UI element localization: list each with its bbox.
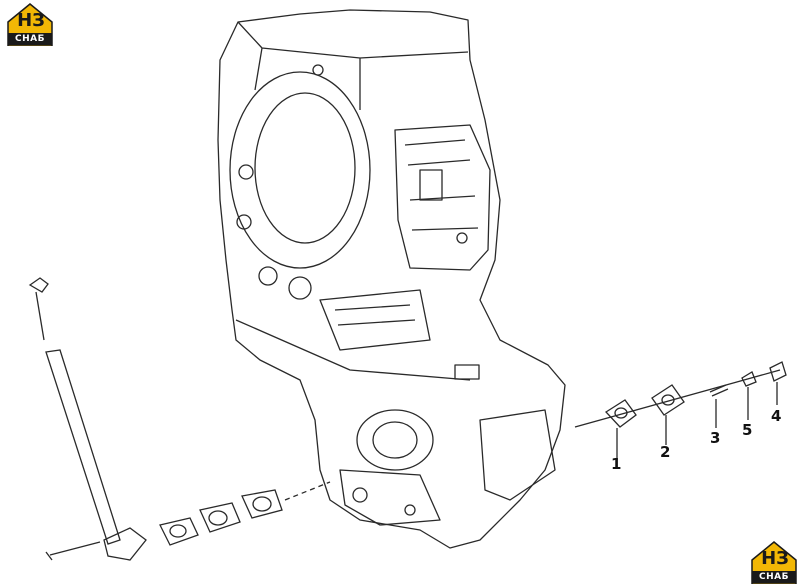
bolt-hole xyxy=(258,266,278,286)
right-side-block xyxy=(479,409,556,501)
lower-bore xyxy=(356,409,434,471)
valve-body xyxy=(394,124,491,271)
part-4-nut xyxy=(769,361,787,382)
part-2-cover xyxy=(651,384,685,416)
bolt-hole xyxy=(238,164,254,180)
brand-logo-bottom: НЗ СНАБ xyxy=(750,540,798,584)
callout-1: 1 xyxy=(611,455,622,473)
logo-brand-text: СНАБ xyxy=(752,571,796,583)
part-3-plug xyxy=(709,384,729,397)
housing-ribs xyxy=(319,289,431,351)
right-parts xyxy=(574,361,787,460)
level-gauge xyxy=(28,277,147,561)
logo-mark: НЗ xyxy=(761,548,789,569)
housing-outline xyxy=(217,9,566,549)
callout-2: 2 xyxy=(660,443,671,461)
callout-4: 4 xyxy=(771,407,782,425)
logo-brand-text: СНАБ xyxy=(8,33,52,45)
bearing-bore-outer xyxy=(229,71,371,269)
brand-logo-top: НЗ СНАБ xyxy=(6,2,54,46)
housing-top-face xyxy=(237,21,469,110)
part-1-gasket xyxy=(604,399,637,428)
part-5-washer xyxy=(741,371,757,387)
bolt-hole xyxy=(312,64,324,76)
callout-3: 3 xyxy=(710,429,721,447)
bolt-hole xyxy=(288,276,312,300)
callout-5: 5 xyxy=(742,421,753,439)
logo-mark: НЗ xyxy=(17,10,45,31)
bolt-hole xyxy=(236,214,252,230)
bearing-bore-inner xyxy=(254,92,356,244)
left-gaskets xyxy=(159,481,331,546)
